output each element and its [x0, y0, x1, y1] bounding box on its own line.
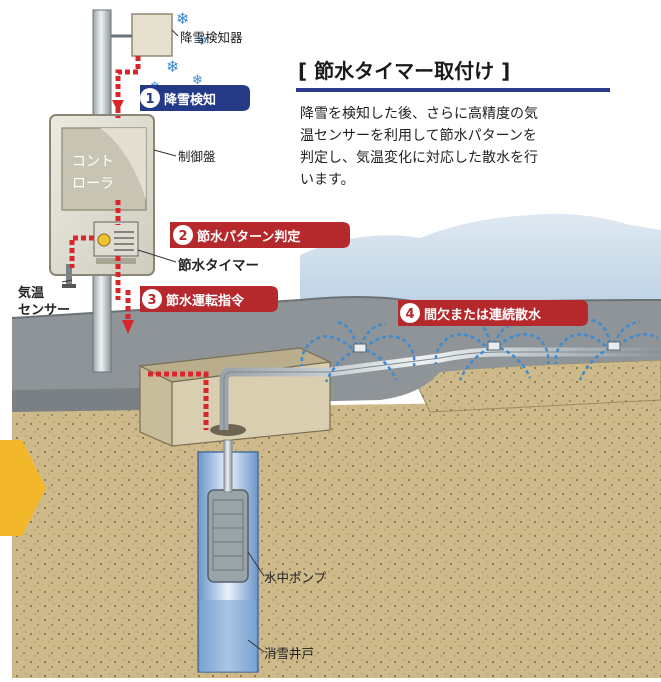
label-well: 消雪井戸	[264, 646, 314, 661]
label-controller-2: ローラ	[72, 176, 114, 192]
svg-text:❄: ❄	[192, 73, 203, 88]
label-water-timer: 節水タイマー	[178, 257, 259, 274]
timer-knob-icon	[97, 233, 111, 247]
step-1-badge: 1 降雪検知	[140, 85, 250, 111]
step-1-number: 1	[145, 92, 154, 107]
step-3-badge: 3 節水運転指令	[140, 286, 278, 312]
label-pump: 水中ポンプ	[264, 570, 327, 585]
well-water	[200, 600, 256, 672]
side-arrow-tab	[0, 440, 46, 536]
submersible-pump	[207, 489, 249, 583]
label-control-panel: 制御盤	[178, 149, 216, 164]
signal-arrow-1	[112, 100, 124, 112]
signal-arrow-3	[122, 320, 134, 334]
step-2-number: 2	[178, 229, 187, 244]
step-3-number: 3	[147, 293, 156, 308]
svg-text:❄: ❄	[196, 33, 208, 49]
label-snow-detector: 降雪検知器	[180, 30, 243, 45]
title-underline	[296, 88, 610, 92]
step-4-badge: 4 間欠または連続散水	[398, 300, 588, 326]
leader-lines	[61, 29, 265, 653]
description-line-3: 判定し、気温変化に対応した散水を行	[300, 149, 538, 166]
label-temp-sensor-2: センサー	[18, 303, 70, 318]
step-2-badge: 2 節水パターン判定	[170, 222, 350, 248]
mountain-range	[300, 213, 661, 320]
step-4-number: 4	[405, 307, 414, 322]
sprinkler-heads	[353, 341, 621, 353]
label-temp-sensor-1: 気温	[18, 285, 44, 301]
temperature-sensor	[66, 264, 72, 286]
road-side	[12, 388, 140, 412]
svg-text:❄: ❄	[166, 57, 179, 76]
step-1-label: 降雪検知	[164, 92, 216, 108]
step-3-label: 節水運転指令	[166, 293, 245, 309]
signal-cable	[69, 56, 209, 430]
page-title: [ 節水タイマー取付け ]	[298, 59, 510, 83]
step-4-label: 間欠または連続散水	[424, 307, 542, 323]
snow-detector-box	[131, 13, 173, 57]
svg-text:❄: ❄	[176, 9, 189, 28]
step-2-label: 節水パターン判定	[197, 229, 300, 245]
supply-pipe-outline	[223, 351, 661, 430]
description-line-4: います。	[300, 172, 355, 188]
ground-soil	[12, 400, 661, 678]
description-line-1: 降雪を検知した後、さらに高精度の気	[300, 105, 538, 122]
label-controller-1: コント	[72, 154, 114, 170]
description-line-2: 温センサーを利用して節水パターンを	[300, 127, 537, 144]
